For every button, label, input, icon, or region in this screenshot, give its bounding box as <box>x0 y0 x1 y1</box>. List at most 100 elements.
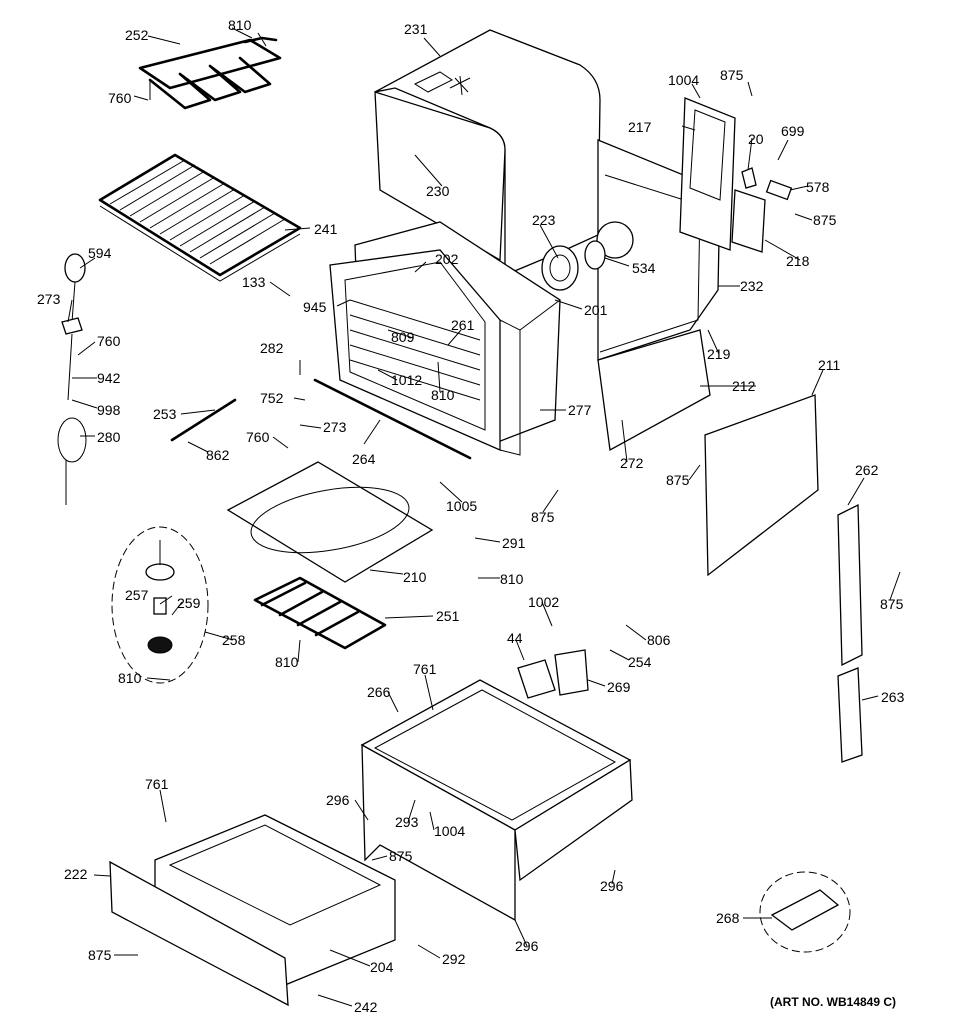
callout-810: 810 <box>228 17 252 33</box>
callout-809: 809 <box>391 329 415 345</box>
callout-875: 875 <box>88 947 112 963</box>
callout-761: 761 <box>145 776 169 792</box>
callout-752: 752 <box>260 390 284 406</box>
callout-263: 263 <box>881 689 905 705</box>
callout-223: 223 <box>532 212 556 228</box>
part-268-outline <box>759 871 851 953</box>
callout-998: 998 <box>97 402 121 418</box>
callout-292: 292 <box>442 951 466 967</box>
callout-251: 251 <box>436 608 460 624</box>
side-panel-part <box>704 394 819 577</box>
callout-230: 230 <box>426 183 450 199</box>
callout-875: 875 <box>531 509 555 525</box>
callout-133: 133 <box>242 274 266 290</box>
latch-assembly-outline <box>111 526 209 684</box>
callout-875: 875 <box>389 848 413 864</box>
bracket-44-part <box>517 659 556 699</box>
outer-wrapper-part <box>374 29 601 276</box>
callout-20: 20 <box>748 131 764 147</box>
callout-277: 277 <box>568 402 592 418</box>
callout-945: 945 <box>303 299 327 315</box>
callout-1004: 1004 <box>434 823 466 839</box>
art-number: (ART NO. WB14849 C) <box>770 995 897 1009</box>
callout-760: 760 <box>108 90 132 106</box>
callout-204: 204 <box>370 959 394 975</box>
convection-fan-part <box>541 240 606 291</box>
callout-806: 806 <box>647 632 671 648</box>
part-268 <box>770 889 840 931</box>
callout-259: 259 <box>177 595 201 611</box>
bake-element-part <box>253 576 387 650</box>
callout-254: 254 <box>628 654 652 670</box>
callout-1002: 1002 <box>528 594 560 610</box>
temperature-sensor-part <box>57 253 87 505</box>
callout-253: 253 <box>153 406 177 422</box>
oven-rack-part <box>98 153 302 282</box>
callout-262: 262 <box>855 462 879 478</box>
bracket-269-part <box>554 649 589 696</box>
callout-291: 291 <box>502 535 526 551</box>
callout-232: 232 <box>740 278 764 294</box>
callout-810: 810 <box>118 670 142 686</box>
callout-862: 862 <box>206 447 230 463</box>
callout-252: 252 <box>125 27 149 43</box>
callout-222: 222 <box>64 866 88 882</box>
callout-269: 269 <box>607 679 631 695</box>
callout-810: 810 <box>431 387 455 403</box>
callout-699: 699 <box>781 123 805 139</box>
callout-201: 201 <box>584 302 608 318</box>
callout-258: 258 <box>222 632 246 648</box>
latch-assembly-part <box>145 540 175 654</box>
callout-296: 296 <box>600 878 624 894</box>
callout-272: 272 <box>620 455 644 471</box>
callout-875: 875 <box>666 472 690 488</box>
callout-1005: 1005 <box>446 498 478 514</box>
callout-594: 594 <box>88 245 112 261</box>
callout-282: 282 <box>260 340 284 356</box>
callout-211: 211 <box>818 357 841 373</box>
oven-bottom-part <box>226 461 434 583</box>
callout-218: 218 <box>786 253 810 269</box>
callout-241: 241 <box>314 221 338 237</box>
callout-296: 296 <box>326 792 350 808</box>
callout-760: 760 <box>97 333 121 349</box>
callout-219: 219 <box>707 346 731 362</box>
callout-264: 264 <box>352 451 376 467</box>
callout-212: 212 <box>732 378 756 394</box>
oven-front-trim-part <box>313 378 472 460</box>
callout-44: 44 <box>507 630 523 646</box>
callout-231: 231 <box>404 21 428 37</box>
callout-210: 210 <box>403 569 427 585</box>
callout-217: 217 <box>628 119 652 135</box>
callout-1012: 1012 <box>391 372 423 388</box>
callout-266: 266 <box>367 684 391 700</box>
probe-jack-part <box>170 398 237 442</box>
callout-534: 534 <box>632 260 656 276</box>
callout-293: 293 <box>395 814 419 830</box>
callout-875: 875 <box>720 67 744 83</box>
callout-875: 875 <box>813 212 837 228</box>
callout-296: 296 <box>515 938 539 954</box>
callout-942: 942 <box>97 370 121 386</box>
callout-242: 242 <box>354 999 378 1015</box>
callout-273: 273 <box>37 291 61 307</box>
broil-element-part <box>138 36 282 110</box>
leader-lines <box>67 27 901 1007</box>
storage-drawer-part <box>109 814 396 1007</box>
callout-280: 280 <box>97 429 121 445</box>
callout-875: 875 <box>880 596 904 612</box>
callout-273: 273 <box>323 419 347 435</box>
trim-263-part <box>837 667 863 763</box>
callout-810: 810 <box>275 654 299 670</box>
lower-frame-part <box>360 679 633 922</box>
callout-261: 261 <box>451 317 475 333</box>
callout-761: 761 <box>413 661 437 677</box>
callout-202: 202 <box>435 251 459 267</box>
trim-262-part <box>837 503 863 667</box>
callout-1004: 1004 <box>668 72 700 88</box>
callout-257: 257 <box>125 587 149 603</box>
side-bracket-part <box>679 97 793 253</box>
callout-268: 268 <box>716 910 740 926</box>
callout-810: 810 <box>500 571 524 587</box>
